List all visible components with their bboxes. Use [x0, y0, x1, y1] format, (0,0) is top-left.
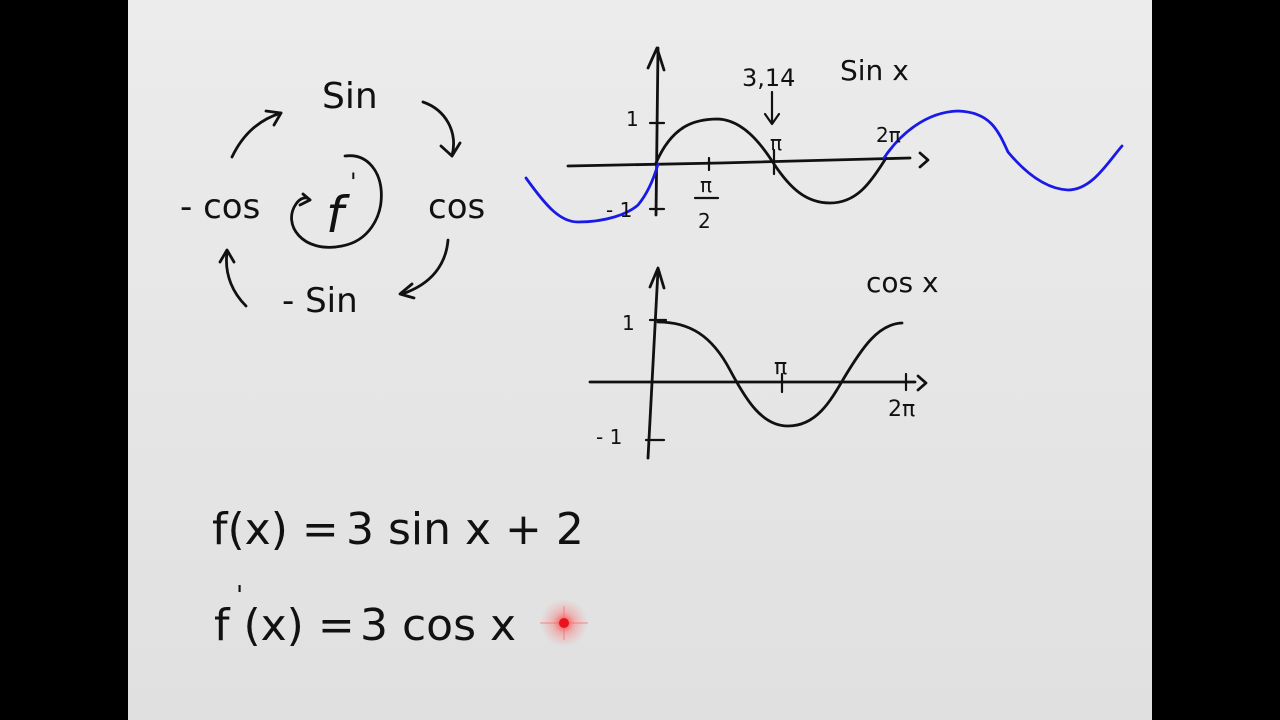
- arrow-minus-cos-to-sin: [230, 111, 283, 159]
- equations: f(x) = 3 sin x + 2 f (x) = ' 3 cos x: [212, 504, 584, 651]
- sine-graph: 1 - 1 π 2 3,14 π 2π Sin x: [524, 46, 1124, 233]
- sine-x-axis: [566, 156, 912, 168]
- sine-curve-blue-right: [882, 109, 1124, 192]
- arrow-sin-to-cos-head: [439, 141, 462, 158]
- sine-curve-blue-left: [524, 162, 660, 224]
- cycle-center-loop: [290, 154, 383, 249]
- cycle-label-minus-cos: - cos: [180, 187, 260, 227]
- cosine-label-pi: π: [774, 355, 787, 380]
- sine-label-pi-value: 3,14: [742, 64, 795, 92]
- cycle-label-minus-sin: - Sin: [282, 281, 358, 321]
- cosine-label-y-1: 1: [622, 311, 635, 335]
- cycle-center-prime: ': [350, 168, 357, 196]
- arrow-cos-to-minus-sin-head: [398, 282, 416, 300]
- sine-label-half-pi-denominator: 2: [698, 209, 711, 233]
- equation-fprime-rhs: 3 cos x: [360, 600, 516, 651]
- derivative-cycle: Sin cos - Sin - cos f ': [180, 76, 485, 321]
- sine-label-y-1: 1: [626, 107, 639, 131]
- cosine-y-axis-arrow: [648, 266, 666, 290]
- equation-fprime-prime: ': [236, 581, 243, 611]
- arrow-sin-to-cos: [421, 100, 455, 158]
- equation-f-lhs: f(x) =: [212, 504, 339, 555]
- cycle-label-cos: cos: [428, 187, 485, 227]
- cosine-label-y-minus-1: - 1: [596, 425, 622, 449]
- equation-fprime-lhs: f (x) =: [214, 600, 355, 651]
- cycle-center-arrowhead: [298, 192, 312, 207]
- cosine-curve: [656, 320, 904, 428]
- sine-graph-title: Sin x: [840, 54, 909, 87]
- laser-pointer-dot: [559, 618, 569, 628]
- laser-pointer: [540, 599, 588, 647]
- sine-label-two-pi: 2π: [876, 123, 901, 147]
- arrow-cos-to-minus-sin: [400, 238, 450, 296]
- sine-curve-black: [654, 117, 888, 205]
- sine-label-y-minus-1: - 1: [606, 198, 632, 222]
- sine-label-half-pi-numerator: π: [700, 173, 712, 197]
- arrow-minus-sin-to-minus-cos: [225, 250, 248, 308]
- sine-y-axis-arrow: [646, 46, 666, 72]
- cosine-y-axis: [646, 268, 660, 460]
- sine-y-axis: [654, 46, 660, 217]
- equation-f-rhs: 3 sin x + 2: [346, 504, 584, 555]
- cosine-graph: 1 - 1 π 2π cos x: [588, 266, 939, 460]
- arrow-minus-cos-to-sin-head: [264, 109, 283, 127]
- cycle-label-sin: Sin: [322, 76, 378, 117]
- cycle-center-f: f: [326, 186, 350, 244]
- arrow-minus-sin-to-minus-cos-head: [218, 248, 236, 264]
- cosine-x-axis-arrow: [916, 374, 928, 392]
- sine-label-pi: π: [770, 131, 782, 155]
- cosine-graph-title: cos x: [866, 266, 939, 299]
- sine-pi-value-arrowhead: [763, 112, 781, 126]
- sine-x-axis-arrow: [918, 151, 930, 169]
- whiteboard-page: [128, 0, 1152, 720]
- cosine-label-two-pi: 2π: [888, 397, 915, 422]
